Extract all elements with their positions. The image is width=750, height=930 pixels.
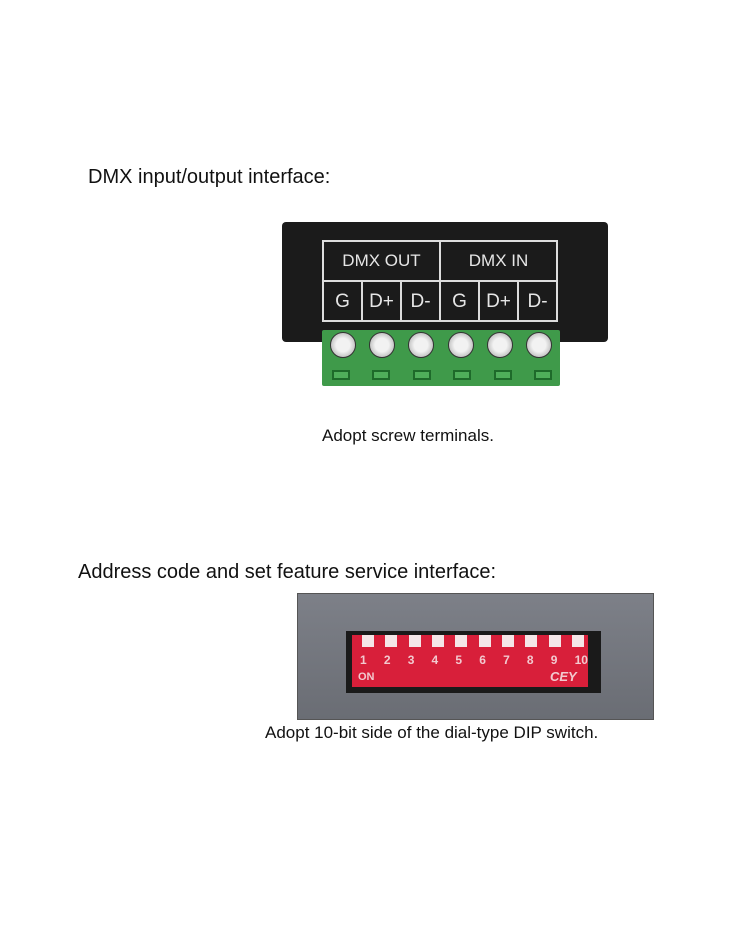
dmx-terminal-photo: DMX OUT DMX IN G D+ D- G D+ D- — [270, 220, 620, 400]
key-icon — [525, 635, 538, 647]
dip-switch-photo: 1 2 3 4 5 6 7 8 9 10 ON CEY — [297, 593, 654, 720]
switch-number: 5 — [455, 653, 463, 667]
slot-icon — [332, 370, 350, 380]
screw-icon — [447, 332, 474, 358]
key-icon — [501, 635, 514, 647]
switch-numbers: 1 2 3 4 5 6 7 8 9 10 — [360, 653, 588, 667]
screw-icon — [408, 332, 435, 358]
slot-icon — [372, 370, 391, 380]
switch-number: 6 — [479, 653, 486, 667]
key-icon — [455, 635, 468, 647]
screw-icon — [369, 332, 396, 358]
wire-slots — [332, 370, 552, 380]
on-label: ON — [358, 671, 375, 683]
key-icon — [548, 635, 561, 647]
slot-icon — [453, 370, 472, 380]
slot-icon — [412, 370, 431, 380]
screws — [330, 332, 552, 362]
switch-number: 9 — [550, 653, 558, 667]
group-label: DMX IN — [468, 251, 529, 270]
device-body — [282, 222, 608, 342]
pin-label: D+ — [480, 282, 519, 322]
section-heading-address: Address code and set feature service int… — [78, 561, 497, 583]
key-icon — [362, 635, 374, 647]
switch-number: 10 — [574, 653, 588, 667]
key-icon — [385, 635, 398, 647]
slot-icon — [493, 370, 512, 380]
switch-number: 4 — [431, 653, 439, 667]
key-icon — [431, 635, 444, 647]
pin-label: G — [324, 282, 363, 322]
screw-icon — [525, 332, 552, 358]
section-heading-dmx: DMX input/output interface: — [88, 166, 331, 188]
switch-number: 2 — [383, 653, 391, 667]
terminal-block — [322, 330, 560, 386]
pin-label: D- — [527, 291, 548, 312]
switch-number: 7 — [503, 653, 510, 667]
switch-keys — [362, 635, 584, 647]
brand-logo: CEY — [550, 669, 577, 684]
screw-icon — [330, 332, 356, 358]
key-icon — [571, 635, 584, 647]
switch-window: 1 2 3 4 5 6 7 8 9 10 ON CEY — [346, 631, 601, 693]
screw-icon — [486, 332, 513, 358]
pin-label: G — [441, 282, 480, 322]
group-label: DMX OUT — [324, 242, 441, 280]
dip-switch: 1 2 3 4 5 6 7 8 9 10 ON CEY — [352, 635, 588, 687]
caption-screw-terminals: Adopt screw terminals. — [322, 426, 494, 445]
switch-number: 8 — [526, 653, 534, 667]
pin-label: D- — [402, 282, 441, 322]
pin-label: D+ — [363, 282, 402, 322]
key-icon — [408, 635, 421, 647]
key-icon — [478, 635, 491, 647]
caption-dip-switch: Adopt 10-bit side of the dial-type DIP s… — [265, 723, 599, 742]
switch-number: 3 — [407, 653, 415, 667]
slot-icon — [533, 370, 552, 380]
switch-number: 1 — [360, 653, 367, 667]
terminal-label-panel: DMX OUT DMX IN G D+ D- G D+ D- — [322, 240, 558, 322]
